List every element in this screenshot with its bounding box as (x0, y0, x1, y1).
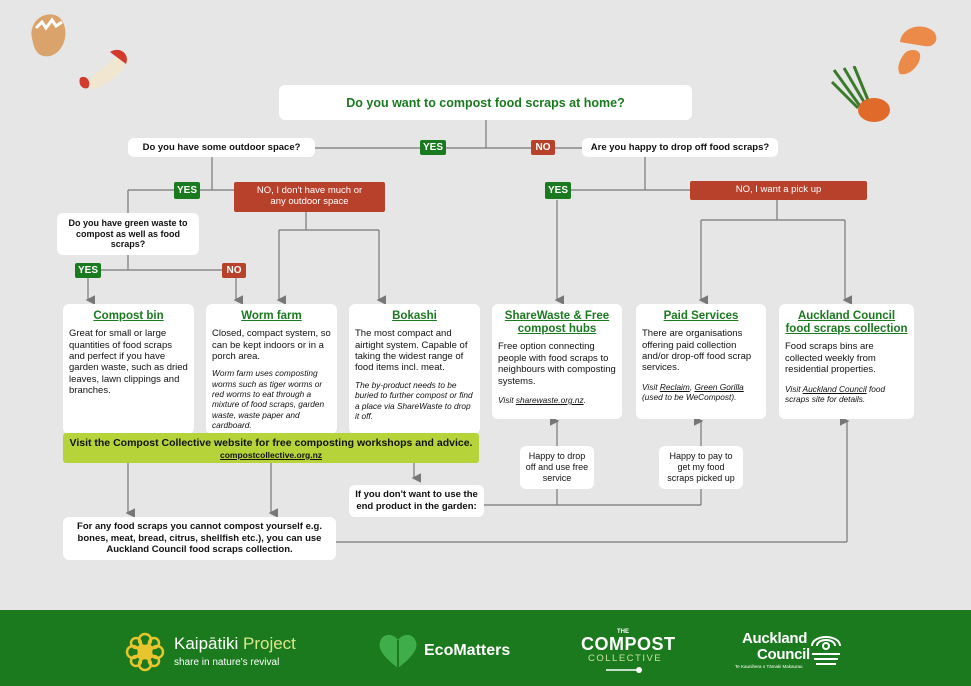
spade-icon (606, 667, 642, 673)
ecomatters-heart-icon (379, 634, 417, 668)
yes-tag-green: YES (75, 263, 101, 278)
yes-tag: YES (420, 140, 446, 155)
mushroom-icon (898, 26, 937, 75)
no-tag-green: NO (222, 263, 246, 278)
auckland-council-link[interactable]: Auckland Council (802, 383, 867, 394)
auckland-council-emblem-icon (811, 636, 841, 665)
worm-farm-card: Worm farm Closed, compact system, so can… (206, 304, 337, 434)
reclaim-link[interactable]: Reclaim (659, 381, 690, 392)
compost-bin-body: Great for small or large quantities of f… (69, 328, 188, 397)
collective-logo-text: COLLECTIVE (588, 653, 663, 664)
kaipatiki-flower-icon (125, 632, 165, 672)
any-food-scraps-box: For any food scraps you cannot compost y… (63, 517, 336, 560)
green-waste-question: Do you have green waste to compost as we… (57, 213, 199, 255)
paid-services-body: There are organisations offering paid co… (642, 328, 752, 374)
council-collection-note: Visit Auckland Council food scraps site … (785, 383, 886, 404)
sharewaste-title[interactable]: ShareWaste & Free compost hubs (504, 310, 610, 336)
paid-services-note: Visit Reclaim, Green Gorilla (used to be… (642, 381, 744, 403)
bokashi-body: The most compact and airtight system. Ca… (355, 328, 468, 374)
no-outdoor-space-tag: NO, I don't have much or any outdoor spa… (234, 182, 385, 212)
council-collection-card: Auckland Council food scraps collection … (779, 304, 914, 419)
council-sub-text: Te Kaunihera o Tāmaki Makaurau (735, 664, 803, 669)
happy-to-pay-box: Happy to pay to get my food scraps picke… (659, 446, 743, 489)
kaipatiki-logo-text: Kaipātiki Project (174, 634, 296, 653)
bokashi-note: The by-product needs to be buried to fur… (355, 379, 473, 421)
sharewaste-note: Visit sharewaste.org.nz. (498, 395, 586, 405)
council-collection-body: Food scraps bins are collected weekly fr… (785, 341, 876, 376)
council-collection-title[interactable]: Auckland Council food scraps collection (785, 310, 908, 336)
bokashi-title[interactable]: Bokashi (392, 310, 437, 322)
kaipatiki-tagline: share in nature's revival (174, 657, 280, 668)
connector-lines (85, 120, 853, 543)
worm-farm-title[interactable]: Worm farm (241, 310, 302, 322)
drop-off-question: Are you happy to drop off food scraps? (582, 138, 778, 157)
banner-link[interactable]: compostcollective.org.nz (219, 450, 323, 460)
no-pickup-tag: NO, I want a pick up (690, 181, 867, 200)
main-question: Do you want to compost food scraps at ho… (279, 85, 692, 120)
compost-the-text: THE (617, 629, 629, 635)
compost-bin-title[interactable]: Compost bin (93, 310, 164, 322)
council-logo-text: Council (757, 646, 810, 663)
paid-services-card: Paid Services There are organisations of… (636, 304, 766, 419)
worm-farm-note: Worm farm uses composting worms such as … (212, 368, 325, 431)
sharewaste-link[interactable]: sharewaste.org.nz (515, 395, 584, 405)
end-product-box: If you don't want to use the end product… (349, 485, 484, 517)
worm-farm-body: Closed, compact system, so can be kept i… (212, 328, 331, 362)
bokashi-card: Bokashi The most compact and airtight sy… (349, 304, 480, 434)
sharewaste-card: ShareWaste & Free compost hubs Free opti… (492, 304, 622, 419)
banner-text: Visit the Compost Collective website for… (69, 437, 473, 449)
paid-services-title[interactable]: Paid Services (663, 310, 739, 322)
ecomatters-logo-text: EcoMatters (424, 642, 511, 659)
eggshell-icon (31, 14, 66, 57)
apple-core-icon (79, 49, 127, 90)
auckland-logo-text: Auckland (742, 630, 808, 647)
compost-logo-text: COMPOST (581, 634, 676, 654)
compost-bin-card: Compost bin Great for small or large qua… (63, 304, 194, 434)
sharewaste-body: Free option connecting people with food … (498, 341, 616, 387)
compost-collective-banner: Visit the Compost Collective website for… (63, 433, 479, 463)
carrot-top-icon (830, 66, 890, 122)
no-tag: NO (531, 140, 555, 155)
yes-tag-outdoor: YES (174, 182, 200, 199)
yes-tag-dropoff: YES (545, 182, 571, 199)
green-gorilla-link[interactable]: Green Gorilla (694, 381, 744, 392)
outdoor-space-question: Do you have some outdoor space? (128, 138, 315, 157)
partner-footer: Kaipātiki Project share in nature's revi… (0, 610, 971, 686)
happy-drop-off-box: Happy to drop off and use free service (520, 446, 594, 489)
